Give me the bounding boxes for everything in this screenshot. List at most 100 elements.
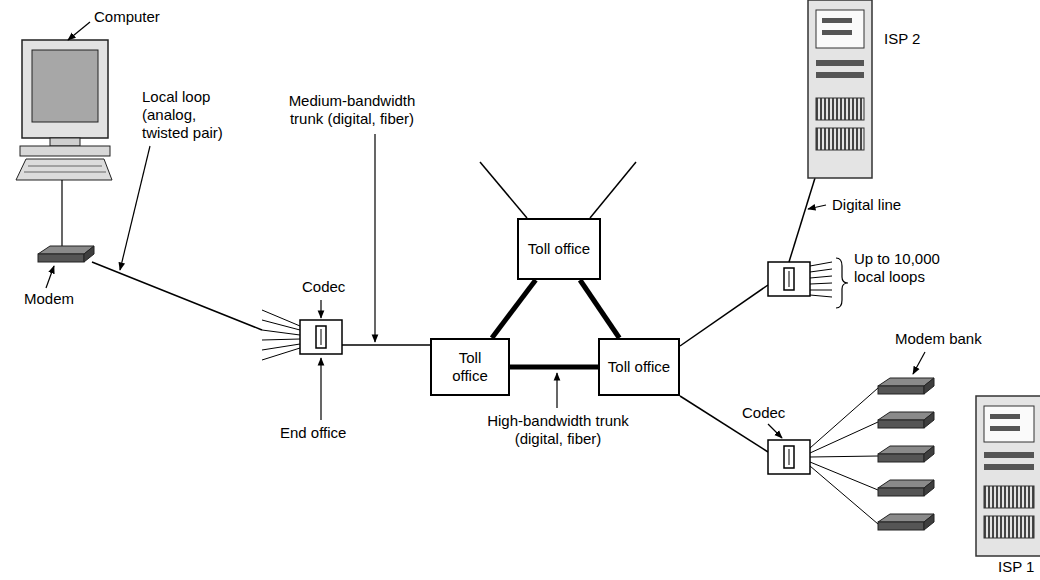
node-text: Toll office [439,349,501,385]
label-slot: Modem bank [893,330,984,348]
server-slot [822,18,852,23]
modem-wire [810,456,878,457]
callout-label: Digital line [830,196,903,214]
trunk-connector [580,280,619,338]
callout-label: Modem bank [893,330,984,348]
trunk-connector [510,365,598,370]
local-loop-wire [262,330,300,335]
label-slot: ISP 2 [882,30,922,48]
callout-label: End office [278,424,348,442]
isp2-codec [768,262,810,296]
label-slot: End office [278,424,348,442]
process-box: Toll office [430,338,510,396]
callout-label: ISP 1 [996,558,1036,576]
server-grill [816,98,864,120]
server-slot [816,72,864,78]
callout-label: Modem [22,290,76,308]
modem-icon [38,246,94,262]
node-text: Toll office [608,358,670,376]
modem-icon [878,412,934,428]
local-loop-wire [262,320,300,330]
label-slot: Digital line [830,196,903,214]
leader-line [68,22,90,40]
monitor-frame [22,40,108,138]
callout-label: Codec [740,404,787,422]
monitor-stand [50,138,80,146]
monitor-screen [32,50,98,122]
callout-label: Codec [300,278,347,296]
modem-wire [810,466,878,524]
local-loop-wire [810,283,832,284]
keyboard-keys [28,166,102,167]
callout-label: Up to 10,000 local loops [852,250,952,286]
label-slot: High-bandwidth trunk (digital, fiber) [478,412,638,448]
local-loop-wire [810,276,832,278]
server-slot [984,452,1034,458]
label-slot: ISP 1 [996,558,1036,576]
server-slot [984,464,1034,470]
keyboard [16,159,112,180]
local-loop-wire [810,290,832,291]
trunk-line [480,162,527,218]
label-slot: Computer [92,8,162,26]
local-loop-wire [810,295,832,297]
callout-label: High-bandwidth trunk (digital, fiber) [478,412,638,448]
modem-icon [878,480,934,496]
callout-label: Medium-bandwidth trunk (digital, fiber) [282,92,422,128]
modem-icon [878,446,934,462]
process-box: Toll office [517,218,601,280]
leader-line [46,266,54,288]
server-slot [816,60,864,66]
leader-line [320,300,321,318]
local-loop-wire [262,339,300,340]
modem-icon [878,514,934,530]
trunk-line [590,162,636,218]
local-loop-wire [810,262,832,266]
callout-label: ISP 2 [882,30,922,48]
computer-case [20,146,110,156]
local-loop-wire [262,348,300,360]
label-slot: Medium-bandwidth trunk (digital, fiber) [282,92,422,128]
local-loop-line [92,262,262,330]
label-slot: Modem [22,290,76,308]
modem-icon [878,378,934,394]
label-slot: Codec [740,404,787,422]
leader-line [556,373,557,408]
server-slot [822,30,852,35]
label-slot: Up to 10,000 local loops [852,250,952,286]
leader-line [808,205,826,209]
modem-wire [810,388,878,448]
label-slot: Local loop (analog, twisted pair) [140,88,240,142]
process-box: Toll office [598,338,680,396]
modem-cable [61,180,62,248]
local-loop-wire [262,310,300,326]
modem-wire [810,462,878,490]
server-grill [816,128,864,150]
end-office-codec [300,320,342,354]
callout-label: Computer [92,8,162,26]
local-loop-wire [262,344,300,350]
trunk-connector [492,280,536,338]
brace [836,258,848,308]
leader-line [120,146,150,270]
medium-trunk-line [342,344,430,346]
trunk-line [680,285,768,346]
keyboard-keys [24,172,106,173]
leader-line [768,424,782,438]
label-slot: Codec [300,278,347,296]
callout-label: Local loop (analog, twisted pair) [140,88,240,142]
leader-line [913,352,925,374]
leader-line [374,134,375,342]
server-panel [816,10,864,48]
server-slot [990,426,1020,431]
server-isp1 [976,396,1040,556]
modem-wire [810,422,878,453]
local-loop-wire [810,269,832,272]
server-grill [984,516,1034,538]
server-slot [990,414,1020,419]
digital-line [789,178,815,262]
leader-line [320,358,321,420]
